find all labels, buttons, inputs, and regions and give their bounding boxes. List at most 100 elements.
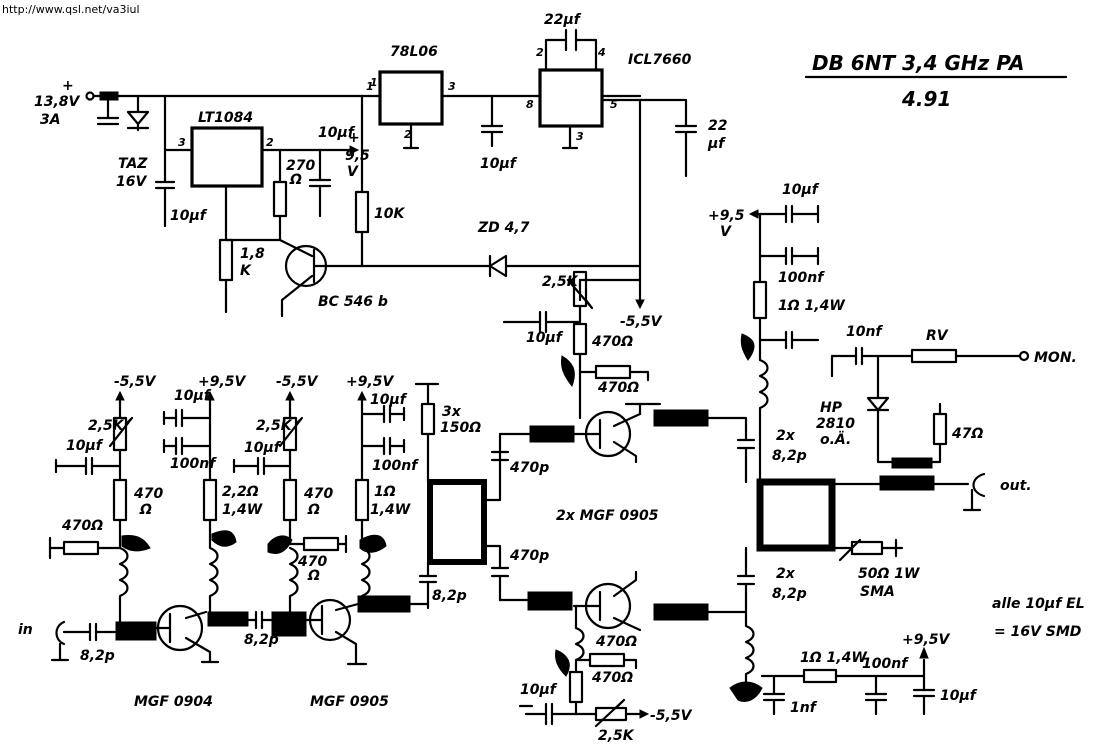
schematic-title: DB 6NT 3,4 GHz PA [812,51,1025,75]
st2-drain-stub [359,534,387,553]
out-label: out. [1000,478,1032,494]
r470-top-label: 470Ω [591,334,633,350]
output-line-top [653,409,709,427]
final-fet-label: 2x MGF 0905 [556,508,659,524]
st2-pot-label: 2,5K [256,418,293,434]
st2-bias-cap-label: 10µf [244,440,282,456]
lt-input-cap [154,148,176,228]
bot-c1nf-label: 1nf [790,700,818,716]
monitor-wires [830,346,1022,378]
in-label: in [18,622,33,638]
st1-dec-cap-label: 10µf [174,388,212,404]
c10uf-right [756,204,820,224]
st1-m55-arrow [115,390,125,401]
bot-r1 [802,668,838,684]
icl-pin3: 3 [576,130,584,143]
st1-r470b [62,540,100,556]
m55-label: -5,5V [620,314,663,330]
78l06-ground [402,122,420,150]
coupler-line [891,457,933,469]
st2-r470 [282,478,298,522]
c82-top-2x: 2x [776,428,796,444]
c82-top-out [706,416,756,484]
c82-bottom-out [706,546,756,614]
r270-resistor [272,180,288,218]
st2-r470b-label: 470 [297,554,327,570]
bc546-label: BC 546 b [318,294,388,310]
st1-r470-label: 470 [133,486,163,502]
st2-bias-cap [232,448,292,482]
final-fet-top-leads [572,412,642,464]
c470p-bottom [482,544,510,602]
st2-pot-wires [278,398,304,448]
lt1084-label: LT1084 [198,110,253,126]
bot-bias-cap [518,700,578,726]
output-line [879,475,935,491]
r10k-label: 10K [374,206,405,222]
78l06-pin2: 2 [404,128,412,141]
pot-top-wires [566,278,642,310]
st2-m55-label: -5,5V [276,374,319,390]
bot-pot-label: 2,5K [598,728,635,744]
r1ohm-right [752,280,768,320]
st1-decoupling [162,398,212,482]
st1-bias-cap [54,448,122,482]
bot-r470b [568,670,584,704]
bot-v95-label: +9,5V [902,632,951,648]
r10k-resistor [354,190,370,234]
bot-v95-arrow [919,646,929,659]
r3x150-top [414,382,440,406]
rv-label: RV [926,328,949,344]
bot-drain-stub [729,681,763,702]
r47-label: 47Ω [951,426,983,442]
st1-gate-stub [121,535,151,552]
right-choke [758,358,769,484]
r18k-resistor [218,238,234,282]
c82-bottom-label: 8,2p [772,586,807,602]
icl-pump-cap-label: 22µf [544,12,582,28]
m55-arrow [635,299,645,310]
icl-ground [561,124,579,150]
bot-r470-label: 470Ω [595,634,637,650]
hp-number: 2810 [816,416,855,432]
lt-input-cap-label: 10µf [170,208,208,224]
78l06-pin3: 3 [448,80,456,93]
r50-wires [830,538,904,562]
icl-pin4: 4 [597,46,606,59]
top-bias-cap-label: 10µf [526,330,564,346]
st2-drain-choke [360,518,371,598]
output-hybrid [756,478,836,552]
bot-supply-network [760,658,936,716]
rv-resistor [910,348,958,364]
bot-pot-wires [574,698,642,728]
78l06-output-cap [480,94,504,148]
r470b-top-label: 470Ω [597,380,639,396]
schematic-date: 4.91 [901,87,951,111]
st1-drain-stub [211,530,237,547]
bot-r470-wires [574,658,638,670]
st1-drain-choke [208,518,219,614]
r47-resistor [932,412,948,446]
output-line-bottom [653,603,709,621]
c100nf-right [758,212,820,284]
st2-r470b-ohm: Ω [307,568,320,584]
bot-bias-cap-label: 10µf [520,682,558,698]
mon-terminal [1018,350,1030,362]
stage2-output-line [357,595,411,613]
st1-pot-wires [108,398,134,448]
r3x150-label: 3x [442,404,462,420]
zener-line [360,254,642,278]
r50-label: 50Ω 1W [858,566,920,582]
bot-m55-arrow [639,709,650,719]
hp-diode [866,354,942,464]
st1-bias-cap-label: 10µf [66,438,104,454]
bot-m55-label: -5,5V [650,708,693,724]
vin-label: 13,8V [34,94,81,110]
input-hybrid [427,479,487,565]
78l06-cap-label: 10µf [480,156,518,172]
st1-pot-label: 2,5K [88,418,125,434]
final-fet-top-drain [624,402,662,416]
right-decoupling [758,316,820,362]
taz-diode [126,94,150,132]
r18k-label: 1,8 [240,246,265,262]
